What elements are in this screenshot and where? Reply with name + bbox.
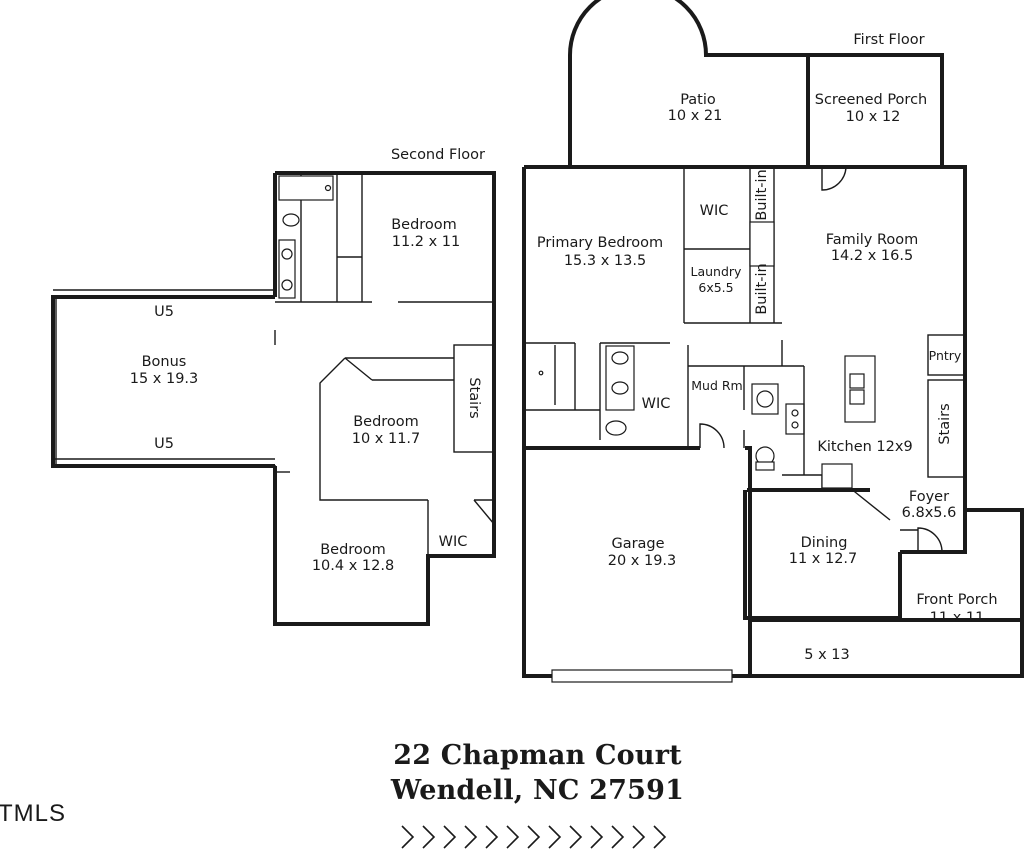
chevron-icon [611, 825, 625, 849]
dining-label: Dining [801, 535, 848, 551]
mud-room-label: Mud Rm [691, 378, 742, 393]
chevron-icon [653, 825, 667, 849]
chevron-icon [464, 825, 478, 849]
first-floor-labels: First Floor Patio 10 x 21 Screened Porch… [537, 32, 998, 663]
bonus-size: 15 x 19.3 [130, 371, 199, 387]
dining-size: 11 x 12.7 [789, 551, 858, 567]
patio-size: 10 x 21 [668, 108, 723, 124]
laundry-label: Laundry [691, 264, 743, 279]
garage-size: 20 x 19.3 [608, 553, 677, 569]
u5-top-label: U5 [154, 304, 174, 320]
patio-label: Patio [680, 92, 716, 108]
wic-primary-label: WIC [700, 203, 729, 219]
builtin-bottom-label: Built-in [754, 263, 770, 314]
bedroom-upper-size: 11.2 x 11 [392, 234, 461, 250]
stairs-second-label: Stairs [466, 377, 482, 418]
bedroom-lower-label: Bedroom [320, 542, 386, 558]
kitchen-label: Kitchen 12x9 [817, 439, 912, 455]
chevron-decoration [401, 825, 667, 849]
garage-label: Garage [611, 536, 664, 552]
first-floor-plan [522, 0, 1024, 683]
mls-watermark: TMLS [0, 800, 67, 827]
front-porch-size: 11 x 11 [930, 610, 985, 626]
first-floor-title: First Floor [853, 32, 924, 48]
chevron-icon [590, 825, 604, 849]
wic-bath-label: WIC [642, 396, 671, 412]
chevron-icon [632, 825, 646, 849]
chevron-icon [443, 825, 457, 849]
u5-bottom-label: U5 [154, 436, 174, 452]
bedroom-middle-size: 10 x 11.7 [352, 431, 421, 447]
foyer-label: Foyer [909, 489, 949, 505]
foyer-size: 6.8x5.6 [902, 505, 957, 521]
second-floor-labels: Second Floor Bedroom 11.2 x 11 U5 Bonus … [130, 147, 485, 574]
front-porch-label: Front Porch [916, 592, 997, 608]
bedroom-upper-label: Bedroom [391, 217, 457, 233]
pantry-label: Pntry [929, 348, 962, 363]
chevron-icon [548, 825, 562, 849]
address-line-2: Wendell, NC 27591 [390, 775, 685, 806]
primary-bedroom-size: 15.3 x 13.5 [564, 253, 646, 269]
second-floor-title: Second Floor [391, 147, 485, 163]
chevron-icon [401, 825, 415, 849]
screened-porch-size: 10 x 12 [846, 109, 901, 125]
address-line-1: 22 Chapman Court [393, 740, 682, 771]
chevron-icon [569, 825, 583, 849]
bedroom-lower-size: 10.4 x 12.8 [312, 558, 394, 574]
porch-extension-size: 5 x 13 [804, 647, 849, 663]
second-floor-plan [51, 171, 496, 626]
builtin-top-label: Built-in [754, 169, 770, 220]
chevron-icon [506, 825, 520, 849]
primary-bedroom-label: Primary Bedroom [537, 235, 663, 251]
chevron-icon [527, 825, 541, 849]
screened-porch-label: Screened Porch [815, 92, 928, 108]
laundry-size: 6x5.5 [698, 280, 733, 295]
family-room-size: 14.2 x 16.5 [831, 248, 913, 264]
bedroom-middle-label: Bedroom [353, 414, 419, 430]
chevron-icon [422, 825, 436, 849]
chevron-icon [485, 825, 499, 849]
family-room-label: Family Room [826, 232, 919, 248]
bonus-label: Bonus [142, 354, 187, 370]
wic-second-label: WIC [439, 534, 468, 550]
stairs-first-label: Stairs [937, 403, 953, 444]
